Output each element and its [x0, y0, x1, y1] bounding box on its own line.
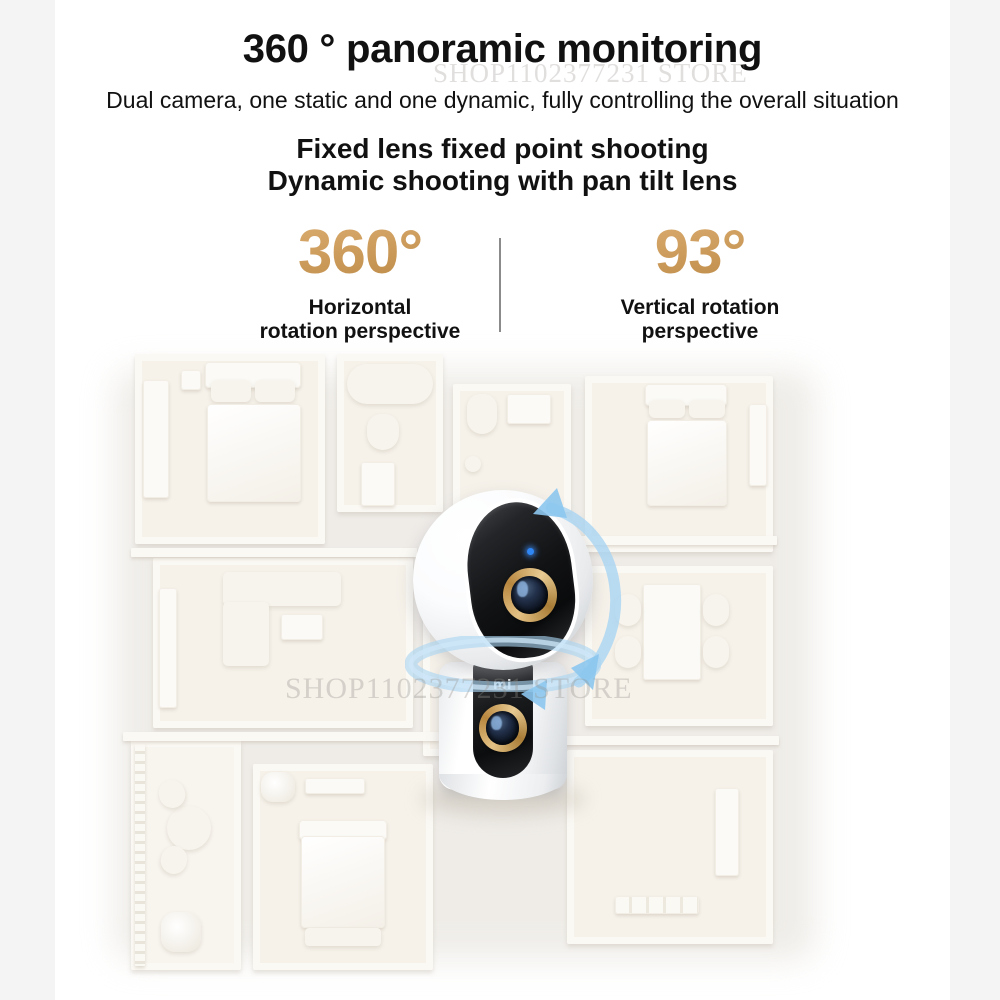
stat-caption: Vertical rotation perspective [535, 296, 865, 345]
bed-third [301, 836, 385, 928]
stat-caption-line-1: Vertical rotation [620, 296, 780, 319]
dining-chair-4 [703, 636, 729, 668]
page-subtitle: Dual camera, one static and one dynamic,… [106, 87, 899, 113]
pillow-second-right [689, 400, 725, 418]
balcony-table [167, 806, 211, 850]
stat-caption-line-2: rotation perspective [259, 320, 461, 344]
lens-glint [516, 580, 529, 598]
shower-door [361, 462, 395, 506]
bathtub [347, 364, 433, 404]
rotation-stats: 360° Horizontal rotation perspective 93°… [55, 222, 950, 362]
wall-lower [123, 732, 439, 741]
stat-value: 93° [535, 222, 865, 284]
sink-basin [465, 456, 481, 472]
bed-second [647, 420, 727, 506]
toilet-secondary [467, 394, 497, 434]
base-lens-icon [478, 704, 527, 752]
coffee-table [281, 614, 323, 640]
room-study [567, 750, 773, 944]
desk-unit [615, 896, 699, 914]
vanity-counter [507, 394, 551, 424]
stat-caption: Horizontal rotation perspective [195, 296, 525, 345]
bed-master [207, 404, 301, 502]
stat-caption-line-2: perspective [641, 320, 759, 344]
dining-chair-3 [703, 594, 729, 626]
page-title: 360 ° panoramic monitoring [242, 27, 763, 71]
window-second [749, 404, 767, 486]
status-led-icon [526, 548, 534, 555]
stat-value: 360° [195, 222, 525, 284]
security-camera: mi [404, 488, 621, 820]
headboard-third [299, 820, 387, 840]
stats-divider [499, 238, 501, 332]
feature-line-1: Fixed lens fixed point shooting [296, 133, 709, 164]
wall-living-top [131, 548, 417, 557]
pillow-second-left [649, 400, 685, 418]
sofa-chaise [223, 602, 269, 666]
stat-caption-line-1: Horizontal [308, 296, 412, 319]
bookshelf [715, 788, 739, 876]
sofa-back [223, 572, 341, 606]
product-banner: 360 ° panoramic monitoring Dual camera, … [55, 0, 950, 1000]
toilet-main [367, 414, 399, 450]
console-shelf [305, 778, 365, 794]
feature-line-2: Dynamic shooting with pan tilt lens [267, 165, 738, 196]
wall-study-top [553, 736, 779, 745]
tv-console [159, 588, 177, 708]
floorplan-scene: mi [55, 340, 950, 1000]
balcony-plant [161, 912, 201, 952]
pillow-left [211, 380, 251, 402]
stat-horizontal-rotation: 360° Horizontal rotation perspective [195, 222, 525, 345]
balcony-railing [135, 744, 145, 966]
nightstand-left [181, 370, 201, 390]
corner-plant [261, 772, 295, 802]
head-lens-icon [502, 568, 557, 622]
wardrobe-master [143, 380, 169, 498]
dining-table [643, 584, 701, 680]
vertical-rotation-arrows-icon [520, 468, 661, 718]
dining-chair-2 [615, 636, 641, 668]
lens-glint [490, 715, 502, 730]
bed-runner [305, 928, 381, 946]
stat-vertical-rotation: 93° Vertical rotation perspective [535, 222, 865, 345]
pillow-right [255, 380, 295, 402]
